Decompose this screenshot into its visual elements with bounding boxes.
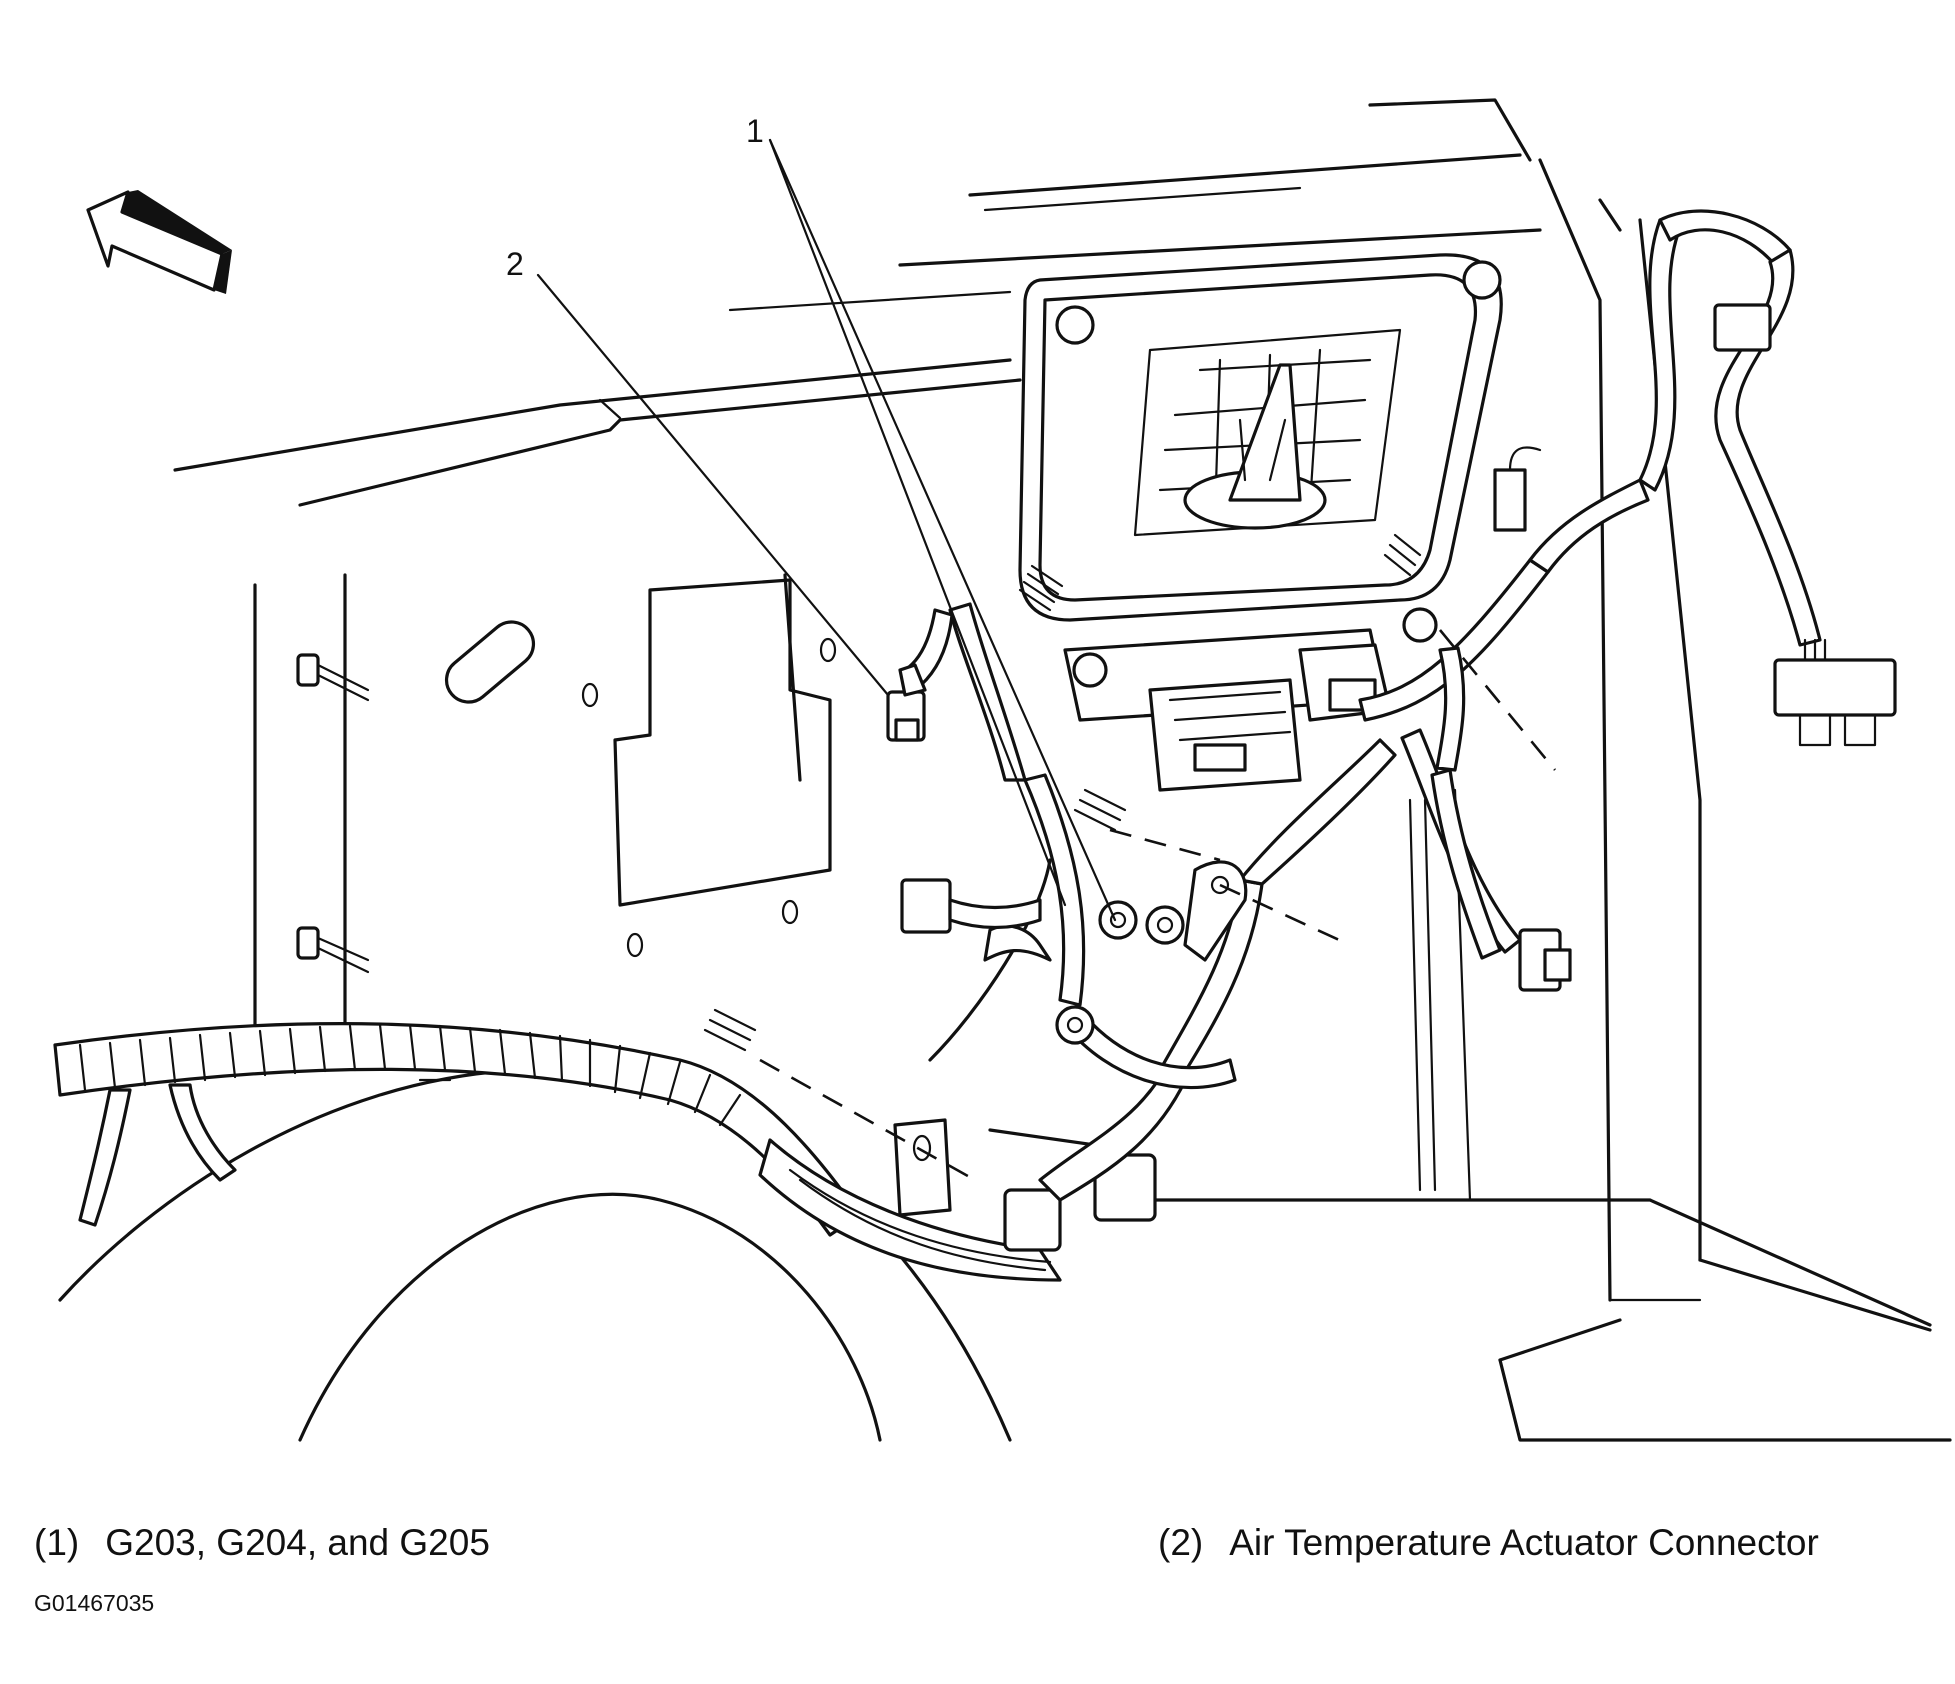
legend-item-2: (2) Air Temperature Actuator Connector <box>1158 1522 1819 1564</box>
control-module <box>1018 533 1438 832</box>
inner-panel <box>296 573 837 974</box>
callout-number-2: 2 <box>506 246 524 282</box>
figure-id: G01467035 <box>34 1590 155 1616</box>
legend-number: (1) <box>34 1522 80 1563</box>
legend-item-1: (1) G203, G204, and G205 <box>34 1522 490 1564</box>
alignment-lines <box>759 629 1557 1182</box>
wiring-harness <box>53 209 1897 1282</box>
legend-text: G203, G204, and G205 <box>105 1522 490 1563</box>
callout-number-1: 1 <box>746 113 764 149</box>
legend-text: Air Temperature Actuator Connector <box>1229 1522 1819 1563</box>
access-panel <box>1018 253 1542 622</box>
direction-arrow-icon <box>86 190 232 294</box>
callout-leaders <box>536 138 1117 922</box>
legend-number: (2) <box>1158 1522 1204 1563</box>
